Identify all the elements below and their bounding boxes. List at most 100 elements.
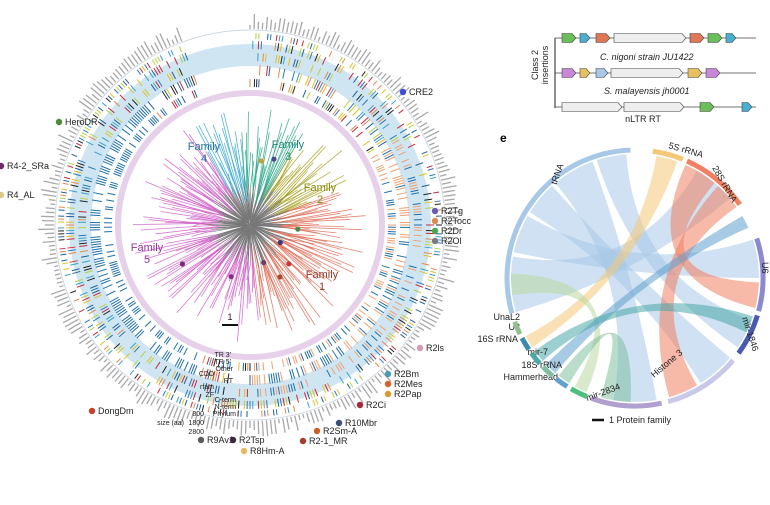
track-tick bbox=[407, 325, 412, 328]
size-bar bbox=[384, 75, 390, 82]
track-tick bbox=[155, 58, 158, 63]
track-tick bbox=[95, 334, 100, 338]
size-bar bbox=[318, 409, 323, 421]
size-bar bbox=[71, 127, 78, 131]
track-tick bbox=[211, 358, 213, 366]
track-tick bbox=[82, 133, 87, 136]
track-tick bbox=[423, 154, 429, 156]
track-tick bbox=[383, 295, 392, 300]
element-label: R2Tsp bbox=[239, 435, 265, 445]
track-tick bbox=[341, 115, 346, 121]
family-label-line: 3 bbox=[285, 151, 291, 163]
track-tick bbox=[238, 401, 239, 409]
track-tick bbox=[203, 356, 206, 364]
track-tick bbox=[373, 159, 380, 163]
track-tick bbox=[154, 345, 160, 353]
track-tick bbox=[374, 135, 382, 141]
track-tick bbox=[396, 188, 406, 190]
track-tick bbox=[363, 141, 370, 146]
size-bar bbox=[409, 340, 412, 342]
track-tick bbox=[111, 146, 120, 151]
element-label: HeroDR bbox=[65, 117, 98, 127]
orf-arrow bbox=[562, 103, 622, 112]
track-tick bbox=[434, 251, 440, 252]
track-tick bbox=[352, 65, 355, 70]
track-tick bbox=[280, 83, 282, 91]
track-tick bbox=[344, 342, 350, 350]
size-bar bbox=[44, 181, 59, 184]
track-tick bbox=[260, 389, 261, 397]
track-tick bbox=[342, 58, 345, 63]
track-tick bbox=[110, 184, 118, 186]
size-bar bbox=[270, 420, 271, 434]
size-bar bbox=[55, 171, 61, 173]
track-tick bbox=[65, 274, 71, 276]
element-label: R8Hm-A bbox=[250, 446, 285, 456]
track-tick bbox=[381, 178, 389, 181]
size-bar bbox=[337, 45, 339, 50]
size-bar bbox=[381, 74, 386, 80]
track-tick bbox=[336, 348, 342, 356]
track-legend-label: Phylum bbox=[213, 411, 237, 418]
track-tick bbox=[379, 301, 388, 306]
track-tick bbox=[179, 398, 181, 404]
track-tick bbox=[194, 403, 196, 409]
size-bar bbox=[52, 187, 58, 188]
element-label: R4-2_SRa bbox=[7, 161, 49, 171]
size-bar bbox=[258, 421, 259, 434]
track-tick bbox=[387, 209, 395, 210]
size-bar bbox=[83, 109, 89, 113]
track-tick bbox=[153, 115, 158, 121]
track-tick bbox=[83, 130, 88, 133]
chord-segment-label: UnaL2 bbox=[493, 312, 520, 322]
track-tick bbox=[67, 166, 73, 168]
track-tick bbox=[302, 41, 304, 47]
track-tick bbox=[420, 302, 425, 304]
size-bar bbox=[41, 190, 56, 193]
track-tick bbox=[353, 108, 360, 115]
track-tick bbox=[110, 266, 118, 268]
track-tick bbox=[428, 169, 434, 171]
size-bar bbox=[67, 305, 71, 307]
size-bar bbox=[337, 401, 340, 407]
track-tick bbox=[124, 317, 132, 323]
element-label: R2Ci bbox=[366, 400, 386, 410]
track-tick bbox=[307, 402, 309, 408]
track-tick bbox=[94, 260, 104, 262]
tree-branch bbox=[247, 112, 248, 191]
family-label-line: Family bbox=[131, 242, 164, 254]
track-tick bbox=[207, 357, 209, 365]
size-bar bbox=[341, 399, 347, 410]
track-tick bbox=[426, 285, 432, 287]
track-tick bbox=[399, 207, 409, 208]
track-tick bbox=[107, 251, 115, 252]
track-tick bbox=[126, 297, 133, 301]
size-bar bbox=[431, 146, 439, 149]
size-bar bbox=[311, 411, 315, 423]
track-tick bbox=[296, 39, 297, 45]
track-tick bbox=[112, 301, 121, 306]
element-dot bbox=[417, 345, 423, 351]
track-tick bbox=[164, 352, 169, 360]
size-bar bbox=[129, 384, 135, 392]
track-tick bbox=[105, 244, 113, 245]
track-tick bbox=[98, 107, 103, 111]
track-tick bbox=[273, 373, 275, 383]
size-bar bbox=[441, 270, 447, 271]
track-tick bbox=[168, 51, 171, 56]
size-bar bbox=[387, 80, 392, 85]
tree-dot bbox=[286, 261, 291, 266]
track-tick bbox=[388, 214, 396, 215]
track-tick bbox=[276, 409, 277, 415]
size-bar bbox=[362, 386, 371, 398]
size-bar bbox=[358, 388, 360, 392]
track-tick bbox=[380, 299, 389, 304]
size-bar bbox=[341, 42, 346, 51]
track-tick bbox=[292, 369, 295, 379]
size-bar bbox=[393, 359, 398, 364]
size-bar bbox=[287, 418, 289, 430]
size-bar bbox=[303, 30, 305, 37]
track-tick bbox=[379, 359, 383, 363]
element-label: R2Tocc bbox=[441, 216, 472, 226]
